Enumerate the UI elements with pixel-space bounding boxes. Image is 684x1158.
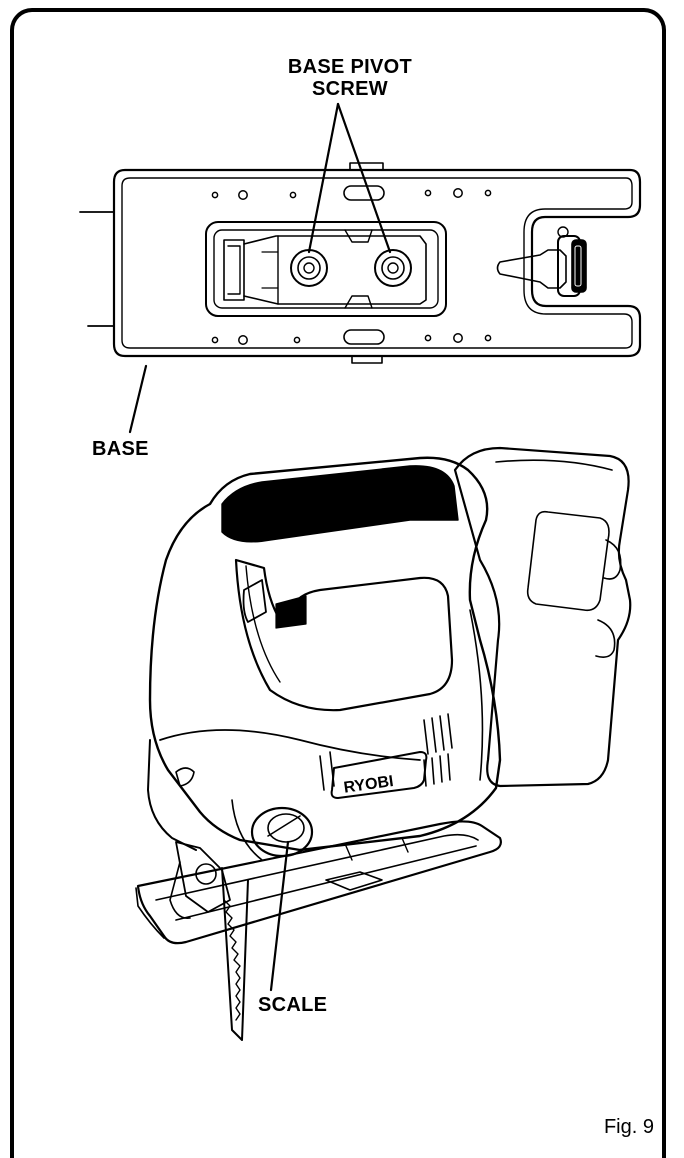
base-plate-illustration: [79, 162, 642, 364]
figure-number: Fig. 9: [603, 1116, 654, 1138]
figure-frame: [10, 8, 666, 1158]
base-label: BASE: [92, 438, 149, 460]
brand-logo-text: RYOBI: [343, 773, 395, 797]
pivot-screw-icon: [290, 249, 412, 287]
base-pivot-screw-label-line2: SCREW: [312, 78, 388, 100]
scale-label: SCALE: [258, 994, 328, 1016]
jigsaw-illustration: [135, 446, 632, 1041]
base-pivot-screw-label-line1: BASE PIVOT: [287, 56, 413, 78]
